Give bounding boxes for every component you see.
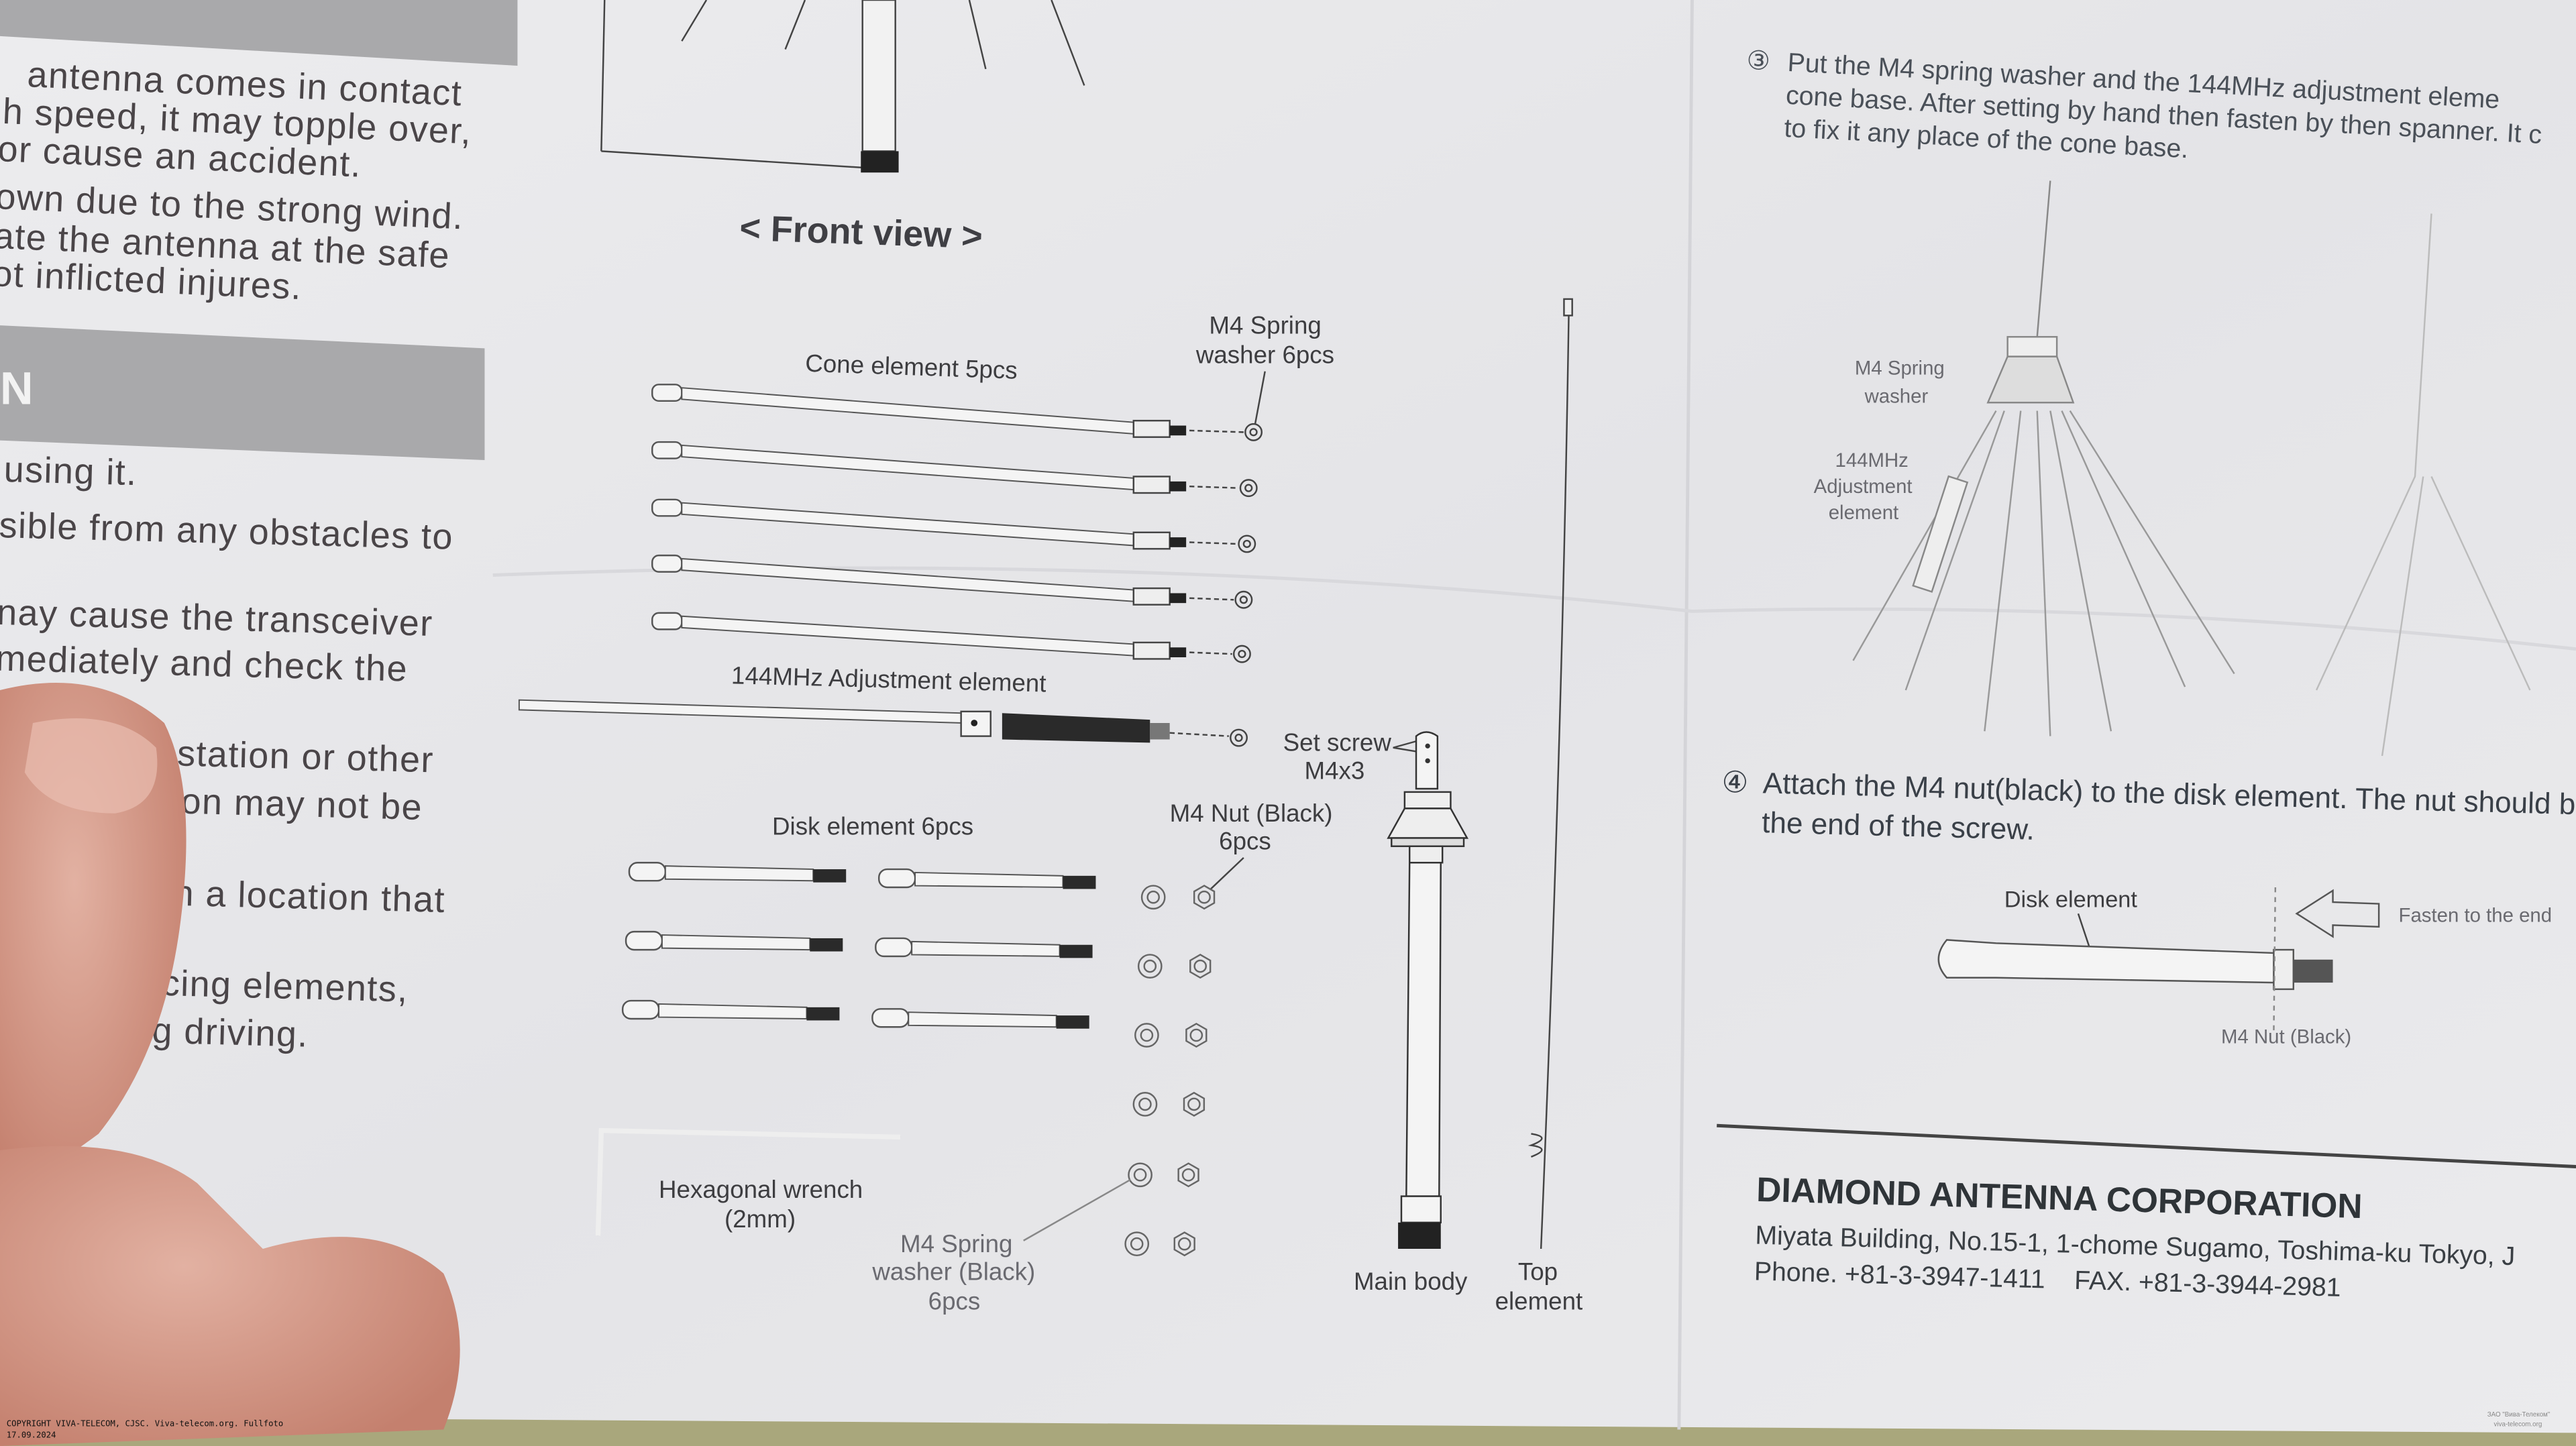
paper-crease	[492, 566, 2576, 651]
disk-element	[628, 862, 847, 883]
disk-element	[875, 937, 1093, 958]
watermark-text: COPYRIGHT VIVA-TELECOM, CJSC. Viva-telec…	[7, 1419, 283, 1429]
figure-label: M4 Spring	[1855, 357, 1945, 380]
figure-label: Disk element	[2004, 887, 2138, 912]
adjustment-element	[518, 699, 1248, 747]
thumb-bottom	[0, 1146, 460, 1446]
header-bar-top	[0, 0, 518, 66]
watermark-text: ЗАО "Вива-Телеком"	[2487, 1411, 2551, 1419]
spring-washer-icon	[1124, 1231, 1150, 1257]
disk-element-label: Disk element 6pcs	[772, 813, 973, 840]
washer-icon	[1238, 535, 1256, 553]
nut-icon	[1185, 1022, 1208, 1048]
thumbnail	[24, 718, 158, 814]
page-fold	[1677, 0, 1694, 1430]
m4-nut-label: 6pcs	[1219, 828, 1271, 855]
text-line: on may not be	[180, 781, 423, 828]
watermark-text: 17.09.2024	[7, 1431, 56, 1440]
front-view-figure: < Front view >	[600, 0, 1085, 257]
spring-washer-label: washer 6pcs	[1195, 341, 1334, 368]
step-number: ③	[1746, 46, 1771, 76]
disk-element	[625, 930, 843, 952]
spring-washer-black-label: washer (Black)	[871, 1258, 1035, 1286]
step-text: the end of the screw.	[1762, 806, 2035, 846]
spring-washer-icon	[1140, 885, 1166, 910]
hex-wrench-label: Hexagonal wrench	[659, 1176, 863, 1203]
watermark-text: viva-telecom.org	[2494, 1421, 2542, 1429]
washer-icon	[1239, 479, 1258, 498]
section-header-letter: N	[0, 363, 34, 414]
cone-element	[651, 498, 1256, 553]
disk-element	[621, 999, 840, 1021]
spring-washer-icon	[1128, 1162, 1152, 1188]
disk-elements	[621, 862, 1096, 1029]
main-body	[1387, 731, 1469, 1249]
set-screw-label: M4x3	[1304, 757, 1364, 784]
washer-icon	[1234, 590, 1253, 609]
main-body-label: Main body	[1354, 1268, 1468, 1295]
spring-washer-icon	[1137, 954, 1163, 979]
figure-label: 144MHz	[1835, 449, 1909, 471]
washers-and-nuts	[1124, 885, 1216, 1257]
left-page: N antenna comes in contact h speed, it m…	[0, 0, 518, 1055]
nut-icon	[1189, 954, 1212, 979]
front-view-label: < Front view >	[739, 208, 983, 257]
spring-washer-icon	[1134, 1023, 1159, 1048]
section-header-bar	[0, 325, 485, 460]
m4-nut-label: M4 Nut (Black)	[1170, 799, 1333, 827]
cone-element	[651, 554, 1253, 609]
cone-element	[651, 384, 1263, 441]
figure-label: Fasten to the end	[2399, 904, 2553, 926]
nut-icon	[1177, 1162, 1199, 1188]
nut-icon	[1193, 885, 1216, 910]
divider	[1717, 1123, 2576, 1168]
spring-washer-black-label: M4 Spring	[900, 1230, 1012, 1258]
figure-label: element	[1829, 502, 1898, 524]
spring-washer-label: M4 Spring	[1209, 311, 1321, 339]
set-screw-label: Set screw	[1283, 729, 1392, 757]
washer-icon	[1244, 423, 1263, 441]
parts-diagram: Cone element 5pcs M4 Spring washer 6pcs …	[518, 298, 1583, 1315]
washer-icon	[1232, 645, 1251, 663]
step-4-figure: Disk element Fasten to the end M4 Nut (B…	[1937, 887, 2553, 1048]
text-line: n a location that	[173, 873, 446, 921]
spring-washer-icon	[1132, 1092, 1158, 1117]
top-element-label: Top	[1518, 1258, 1558, 1286]
disk-element	[871, 1008, 1089, 1029]
figure-label: washer	[1864, 385, 1929, 407]
top-element	[1527, 298, 1573, 1249]
cone-element	[651, 612, 1251, 663]
nut-icon	[1173, 1231, 1195, 1257]
text-line: using it.	[3, 449, 138, 493]
nut-icon	[1183, 1091, 1205, 1117]
step-3-figure: M4 Spring washer 144MHz Adjustment eleme…	[1814, 180, 2531, 757]
hex-wrench-icon	[595, 1127, 901, 1236]
step-number: ④	[1721, 766, 1749, 799]
hex-wrench-label: (2mm)	[724, 1205, 796, 1233]
spring-washer-black-label: 6pcs	[928, 1288, 981, 1315]
figure-label: M4 Nut (Black)	[2221, 1026, 2351, 1048]
table-surface	[0, 1416, 2576, 1446]
cone-elements	[651, 384, 1263, 663]
text-line: station or other	[176, 733, 434, 780]
disk-element	[877, 868, 1096, 889]
top-element-label: element	[1495, 1288, 1583, 1315]
cone-element	[651, 441, 1258, 498]
figure-label: Adjustment	[1814, 476, 1913, 498]
thumb-left	[0, 682, 186, 1183]
